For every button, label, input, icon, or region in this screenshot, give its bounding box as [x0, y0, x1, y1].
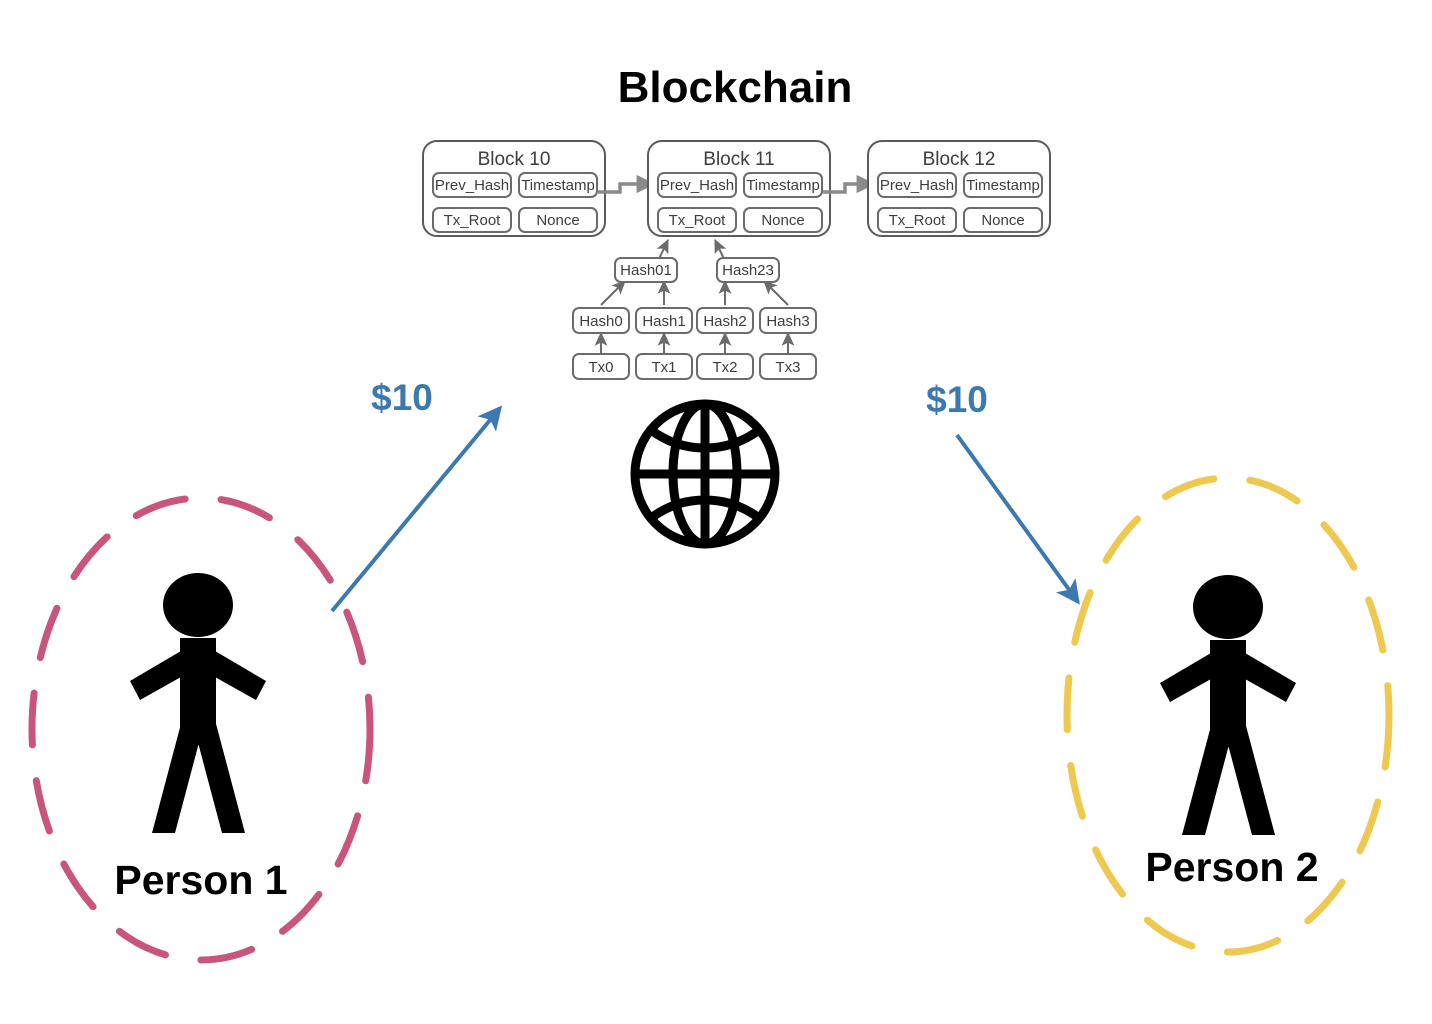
transaction-label: Tx2: [712, 359, 737, 376]
transaction-box: [572, 353, 630, 380]
merkle-node-hash01[interactable]: Hash01: [614, 257, 678, 283]
stick-figure-icon: [1160, 575, 1296, 835]
merkle-leaf-box: [572, 307, 630, 334]
merkle-leaf-hash1[interactable]: Hash1: [635, 307, 693, 334]
transaction-box: [696, 353, 754, 380]
field-box-timestamp: [743, 172, 823, 198]
field-box-tx-root: [877, 207, 957, 233]
field-box-tx-root: [432, 207, 512, 233]
merkle-leaf-box: [759, 307, 817, 334]
merkle-leaf-box: [635, 307, 693, 334]
merkle-leaf-label: Hash2: [703, 313, 746, 330]
merkle-node-label: Hash23: [722, 262, 774, 279]
field-label-prev-hash: Prev_Hash: [435, 177, 509, 194]
field-label-timestamp: Timestamp: [521, 177, 595, 194]
merkle-node-label: Hash01: [620, 262, 672, 279]
merkle-link-hash3-to-hash23: [763, 280, 789, 306]
block-card-1[interactable]: Block 11 Prev_Hash Timestamp Tx_Root Non…: [647, 140, 831, 237]
field-label-prev-hash: Prev_Hash: [880, 177, 954, 194]
transaction-label: Tx0: [588, 359, 613, 376]
merkle-node-box: [614, 257, 678, 283]
merkle-leaf-label: Hash3: [766, 313, 809, 330]
field-box-timestamp: [963, 172, 1043, 198]
person-1-label: Person 1: [114, 857, 287, 903]
field-label-prev-hash: Prev_Hash: [660, 177, 734, 194]
stick-figure-icon: [130, 573, 266, 833]
field-box-nonce: [518, 207, 598, 233]
globe-icon: [630, 399, 780, 549]
block-label: Block 10: [478, 149, 551, 170]
field-box-tx-root: [657, 207, 737, 233]
transaction-box: [635, 353, 693, 380]
merkle-node-box: [716, 257, 780, 283]
field-label-tx-root: Tx_Root: [669, 212, 727, 229]
field-box-nonce: [963, 207, 1043, 233]
field-label-tx-root: Tx_Root: [889, 212, 947, 229]
merkle-leaf-label: Hash0: [579, 313, 622, 330]
merkle-leaf-hash3[interactable]: Hash3: [759, 307, 817, 334]
transaction-label: Tx3: [775, 359, 800, 376]
person-1-dashed-ellipse: [28, 494, 374, 964]
actor-person-1[interactable]: Person 1: [28, 494, 374, 964]
field-label-timestamp: Timestamp: [746, 177, 820, 194]
merkle-link-hash0-to-hash01: [600, 280, 626, 306]
merkle-node-hash23[interactable]: Hash23: [716, 257, 780, 283]
person-2-label: Person 2: [1145, 844, 1318, 890]
field-box-prev-hash: [657, 172, 737, 198]
chain-link-0-to-1: [598, 174, 656, 194]
block-label: Block 11: [703, 149, 774, 170]
page-title: Blockchain: [618, 63, 853, 112]
field-box-prev-hash: [432, 172, 512, 198]
transaction-node-tx0[interactable]: Tx0: [572, 353, 630, 380]
block-card-2[interactable]: Block 12 Prev_Hash Timestamp Tx_Root Non…: [867, 140, 1051, 237]
field-label-timestamp: Timestamp: [966, 177, 1040, 194]
transfer-arrow-receive: [955, 433, 1080, 605]
field-label-tx-root: Tx_Root: [444, 212, 502, 229]
transfer-amount-receive: $10: [926, 379, 988, 420]
block-label: Block 12: [923, 149, 996, 170]
merkle-leaf-label: Hash1: [642, 313, 685, 330]
merkle-leaf-hash0[interactable]: Hash0: [572, 307, 630, 334]
field-label-nonce: Nonce: [761, 212, 804, 229]
field-box-prev-hash: [877, 172, 957, 198]
transaction-box: [759, 353, 817, 380]
merkle-leaf-hash2[interactable]: Hash2: [696, 307, 754, 334]
transfer-amount-send: $10: [371, 377, 433, 418]
transaction-label: Tx1: [651, 359, 676, 376]
merkle-leaf-box: [696, 307, 754, 334]
chain-link-1-to-2: [823, 174, 876, 194]
field-box-timestamp: [518, 172, 598, 198]
block-card-0[interactable]: Block 10 Prev_Hash Timestamp Tx_Root Non…: [422, 140, 606, 237]
field-box-nonce: [743, 207, 823, 233]
transaction-node-tx2[interactable]: Tx2: [696, 353, 754, 380]
field-label-nonce: Nonce: [981, 212, 1024, 229]
field-label-nonce: Nonce: [536, 212, 579, 229]
transaction-node-tx3[interactable]: Tx3: [759, 353, 817, 380]
transaction-node-tx1[interactable]: Tx1: [635, 353, 693, 380]
actor-person-2[interactable]: Person 2: [1063, 474, 1393, 956]
transfer-arrow-send: [330, 405, 503, 613]
person-2-dashed-ellipse: [1063, 474, 1393, 956]
